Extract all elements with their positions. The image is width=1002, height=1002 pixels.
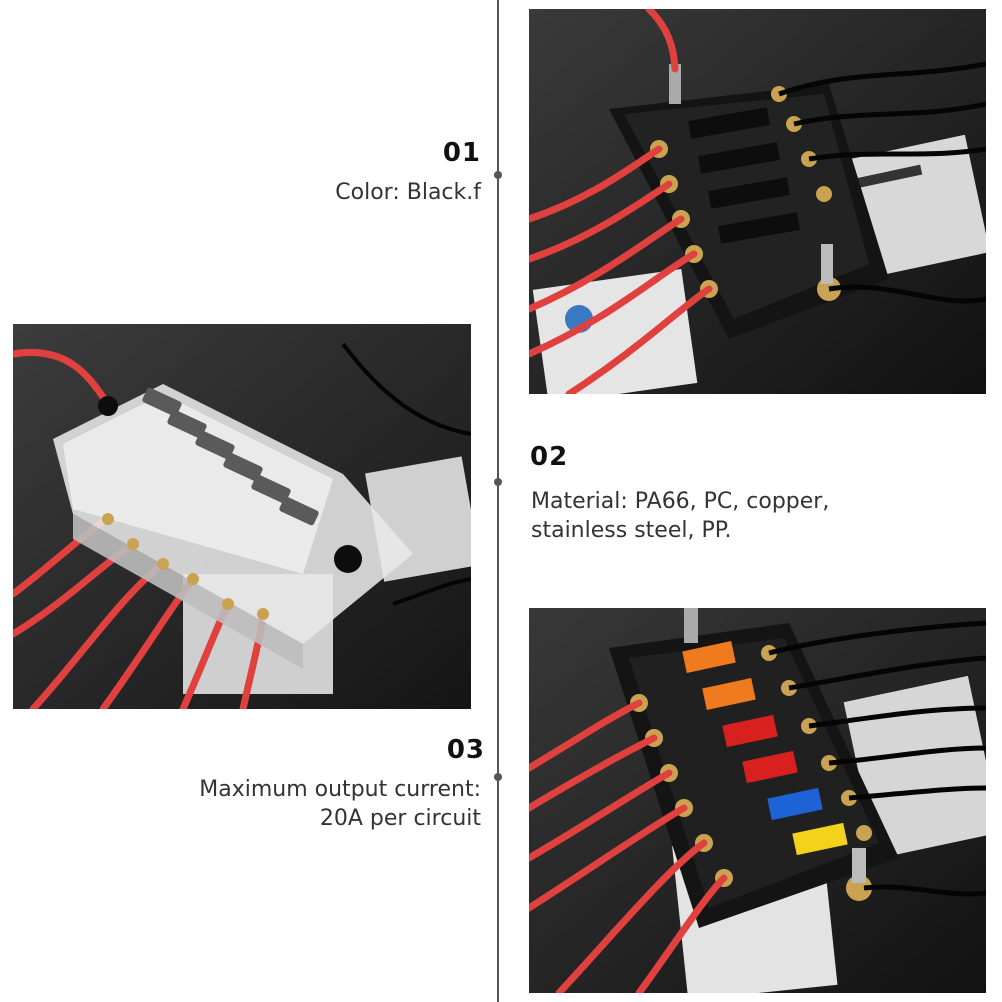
feature-number-01: 01	[442, 138, 481, 168]
photo-fuse-block-black	[529, 9, 986, 394]
photo-fuse-block-fuses	[529, 608, 986, 993]
timeline-line	[497, 0, 499, 1002]
photo-fuse-block-cover	[13, 324, 471, 709]
feature-text-03: Maximum output current: 20A per circuit	[199, 775, 481, 833]
feature-text-01: Color: Black.f	[335, 180, 481, 205]
timeline-dot-03	[494, 773, 502, 781]
timeline-dot-01	[494, 171, 502, 179]
feature-text-03-line2: 20A per circuit	[319, 806, 481, 831]
feature-number-02: 02	[530, 442, 569, 472]
feature-text-02-line1: Material: PA66, PC, copper,	[531, 489, 830, 514]
timeline-dot-02	[494, 478, 502, 486]
feature-text-02-line2: stainless steel, PP.	[531, 518, 732, 543]
feature-text-02: Material: PA66, PC, copper, stainless st…	[531, 487, 829, 545]
feature-number-03: 03	[446, 735, 485, 765]
feature-text-03-line1: Maximum output current:	[199, 777, 481, 802]
